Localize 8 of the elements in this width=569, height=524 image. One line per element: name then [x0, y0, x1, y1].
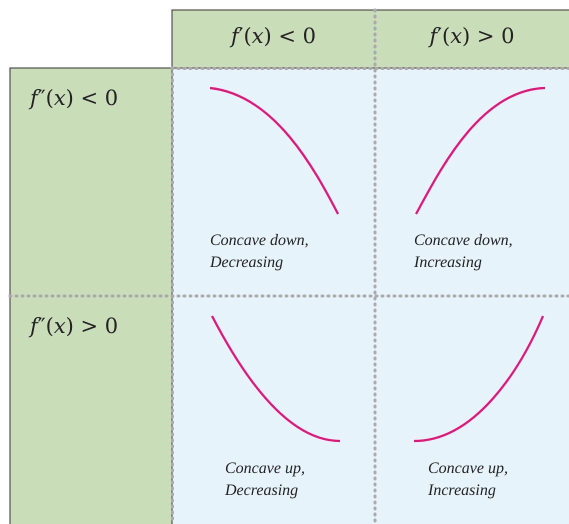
column-header: f′(x) > 0: [427, 24, 516, 48]
column-header: f′(x) < 0: [228, 24, 318, 48]
row-header: f″(x) > 0: [30, 314, 118, 338]
cell-caption: Concave down, Increasing: [414, 231, 514, 273]
cell-caption: Concave up, Decreasing: [225, 459, 306, 501]
row-header: f″(x) < 0: [30, 86, 118, 110]
cell-caption: Concave up, Increasing: [428, 459, 509, 501]
cell-caption: Concave down, Decreasing: [210, 231, 310, 273]
